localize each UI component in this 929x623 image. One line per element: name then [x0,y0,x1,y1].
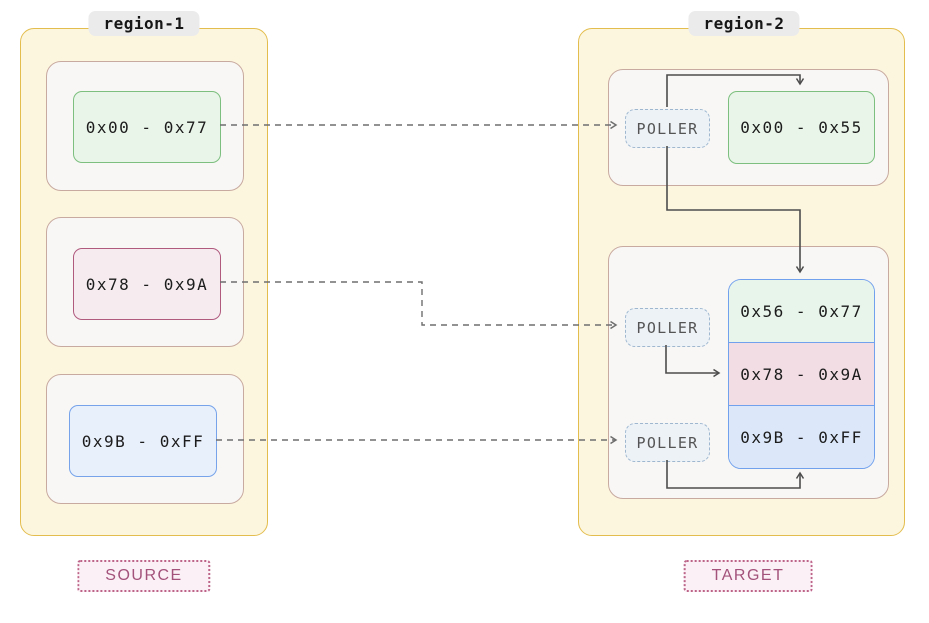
poller-2: POLLER [625,308,710,347]
region-1-label: region-1 [88,11,200,36]
target-slot-top: POLLER 0x00 - 0x55 [608,69,889,186]
target-stacked-block: 0x56 - 0x77 0x78 - 0x9A 0x9B - 0xFF [728,279,875,469]
source-slot-2: 0x78 - 0x9A [46,217,244,347]
source-block-0x00-0x77: 0x00 - 0x77 [73,91,221,163]
source-block-0x78-0x9A: 0x78 - 0x9A [73,248,221,320]
source-slot-1: 0x00 - 0x77 [46,61,244,191]
poller-3: POLLER [625,423,710,462]
region-2-container: POLLER 0x00 - 0x55 POLLER POLLER 0x56 - … [578,28,905,536]
target-slot-bottom: POLLER POLLER 0x56 - 0x77 0x78 - 0x9A 0x… [608,246,889,499]
source-slot-3: 0x9B - 0xFF [46,374,244,504]
source-tag: SOURCE [77,560,211,592]
target-segment-0x9B-0xFF: 0x9B - 0xFF [729,405,874,468]
region-2-label: region-2 [688,11,800,36]
target-tag: TARGET [683,560,813,592]
source-block-0x9B-0xFF: 0x9B - 0xFF [69,405,217,477]
target-block-0x00-0x55: 0x00 - 0x55 [728,91,875,164]
region-1-container: 0x00 - 0x77 0x78 - 0x9A 0x9B - 0xFF [20,28,268,536]
dashed-arrow-block2-to-poller2 [220,281,618,330]
target-segment-0x78-0x9A: 0x78 - 0x9A [729,342,874,405]
poller-1: POLLER [625,109,710,148]
target-segment-0x56-0x77: 0x56 - 0x77 [729,280,874,342]
